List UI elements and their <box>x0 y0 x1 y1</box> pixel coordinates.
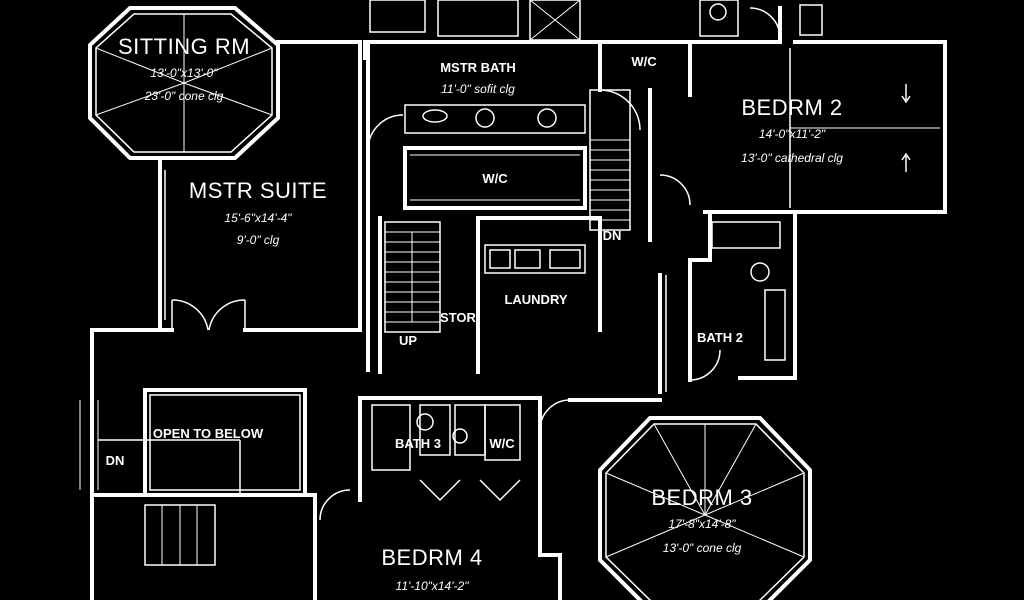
sitting-room-dims: 13'-0"x13'-0" <box>150 66 218 80</box>
stair-up-label: UP <box>399 333 417 348</box>
master-bath-ceiling: 11'-0" sofit clg <box>441 82 515 96</box>
bedroom-3-inner-wall <box>605 423 805 600</box>
bath-3-fixtures <box>358 396 542 502</box>
master-suite-walls <box>90 40 370 372</box>
sitting-room-ceiling: 23'-0" cone clg <box>144 89 224 103</box>
sitting-room-inner-wall <box>95 13 273 153</box>
bedroom-3-wall <box>598 416 812 600</box>
bedroom-4-dims: 11'-10"x14'-2" <box>396 579 470 593</box>
bath-2-fixtures <box>688 210 797 382</box>
laundry-area <box>476 216 602 332</box>
bedroom-3-label: BEDRM 3 <box>651 485 752 510</box>
master-closet <box>403 146 587 210</box>
bedroom-4-label: BEDRM 4 <box>381 545 482 570</box>
master-suite-ceiling: 9'-0" clg <box>237 233 280 247</box>
upper-closet <box>598 0 823 97</box>
open-to-below-area <box>79 338 317 600</box>
center-stair <box>378 216 480 374</box>
bedroom-3-ceiling: 13'-0" cone clg <box>663 541 742 555</box>
master-suite-dims: 15'-6"x14'-4" <box>224 211 292 225</box>
laundry-label: LAUNDRY <box>504 292 567 307</box>
bedroom-4-walls <box>313 489 562 600</box>
bedroom-2-walls <box>659 6 947 214</box>
master-closet-label: W/C <box>482 171 508 186</box>
open-to-below-label: OPEN TO BELOW <box>153 426 264 441</box>
bedroom-2-arrows <box>901 84 911 172</box>
right-stair <box>589 88 652 242</box>
sitting-room-label: SITTING RM <box>118 34 250 59</box>
stair-down-label: DN <box>603 228 622 243</box>
stair-down-label-2: DN <box>106 453 125 468</box>
bath-3-label: BATH 3 <box>395 436 441 451</box>
master-bath-label: MSTR BATH <box>440 60 516 75</box>
hall-walls <box>538 273 667 557</box>
master-suite-label: MSTR SUITE <box>189 178 327 203</box>
small-closet-label: W/C <box>489 436 515 451</box>
bath-2-label: BATH 2 <box>697 330 743 345</box>
upper-closet-label: W/C <box>631 54 657 69</box>
storage-label: STOR <box>440 310 476 325</box>
bedroom-3-dims: 17'-8"x14'-8" <box>668 517 736 531</box>
sitting-room-ceiling-rays <box>95 14 273 152</box>
bedroom-2-ceiling: 13'-0" cathedral clg <box>741 151 843 165</box>
bedroom-2-dims: 14'-0"x11'-2" <box>759 127 826 141</box>
bedroom-3-ceiling-rays <box>605 423 805 558</box>
bedroom-2-label: BEDRM 2 <box>741 95 842 120</box>
master-suite-double-door[interactable] <box>171 299 246 331</box>
master-bath-door[interactable] <box>367 114 404 151</box>
sitting-room-wall <box>88 6 280 160</box>
